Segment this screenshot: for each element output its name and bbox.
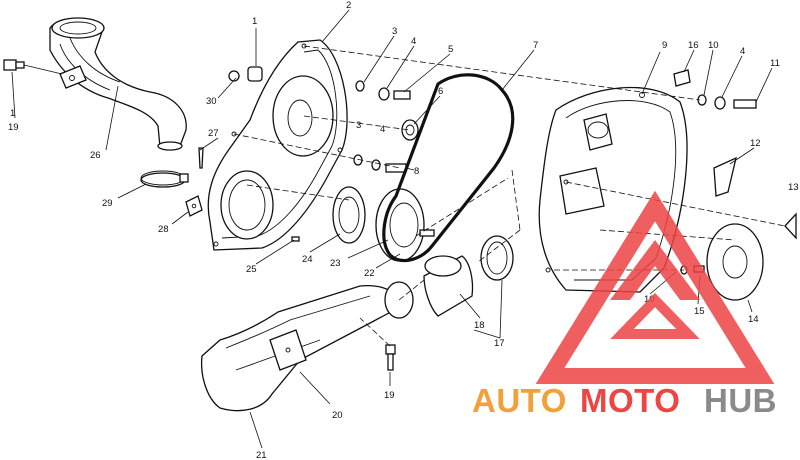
clamp-17 (480, 235, 514, 281)
callout-10-upper: 10 (708, 40, 719, 51)
callout-6: 6 (438, 86, 443, 97)
callout-30: 30 (206, 96, 217, 107)
callout-15: 15 (694, 306, 705, 317)
bracket-28 (185, 195, 203, 217)
callout-4-upper: 4 (411, 36, 416, 47)
watermark-auto: AUTO (472, 382, 567, 419)
washer-4-right (714, 96, 726, 110)
bushing-30 (228, 70, 240, 82)
clamp-29 (140, 170, 189, 188)
callout-2: 2 (346, 0, 351, 11)
callout-14: 14 (748, 314, 759, 325)
callout-4-right: 4 (740, 46, 745, 57)
intake-duct-26 (49, 17, 187, 151)
washer-4-lower (371, 159, 381, 171)
assembly-lines (233, 45, 786, 347)
callout-19-lower: 19 (384, 390, 395, 401)
callout-11: 11 (770, 58, 780, 69)
bolt-19-lower (385, 344, 396, 371)
callout-21: 21 (256, 450, 267, 460)
callout-29: 29 (102, 198, 113, 209)
callout-22: 22 (364, 268, 375, 279)
label-12 (713, 156, 737, 197)
watermark-wordmark: AUTO MOTO HUB (472, 382, 777, 419)
drive-belt-7 (382, 73, 515, 263)
lower-duct-21 (200, 281, 414, 412)
callout-1: 1 (252, 16, 257, 27)
callout-8: 8 (414, 166, 419, 177)
bolt-11 (733, 99, 757, 109)
hose-18 (423, 255, 474, 317)
callout-18: 18 (474, 320, 485, 331)
callout-23: 23 (330, 258, 341, 269)
callout-3-lower: 3 (356, 120, 361, 131)
bolt-8 (385, 163, 407, 173)
pad-16 (673, 69, 691, 87)
washer-3-upper (355, 80, 365, 92)
callout-13: 13 (788, 182, 799, 193)
callout-27: 27 (208, 128, 219, 139)
callout-25: 25 (246, 264, 257, 275)
inner-cover-2 (207, 39, 348, 251)
bolt-19-upper (3, 59, 63, 75)
watermark-moto: MOTO (580, 382, 680, 419)
callout-16: 16 (688, 40, 699, 51)
pin-1 (247, 66, 263, 82)
callout-4-lower: 4 (380, 124, 385, 135)
label-13 (784, 212, 797, 240)
callout-24: 24 (302, 254, 313, 265)
spacer-6 (401, 119, 419, 141)
callout-17: 17 (494, 338, 505, 349)
washer-4-upper (378, 87, 390, 101)
callout-5: 5 (448, 44, 453, 55)
watermark-hub: HUB (704, 382, 777, 419)
screw-24 (291, 236, 300, 242)
callout-28: 28 (158, 224, 169, 235)
callout-numbers: 1 2 3 4 5 6 7 3 4 8 9 16 10 4 11 12 13 1… (8, 0, 799, 460)
seal-23 (332, 186, 366, 244)
outer-cover-9 (538, 86, 688, 293)
callout-20: 20 (332, 410, 343, 421)
bolt-5 (393, 90, 411, 100)
cover-disc-14 (706, 223, 764, 301)
screw-27 (198, 147, 204, 169)
callout-1-left: 1 (10, 108, 15, 119)
watermark-logo (535, 190, 775, 384)
callout-19-upper: 19 (8, 122, 19, 133)
callout-leaders (11, 9, 773, 449)
callout-7: 7 (533, 40, 538, 51)
callout-9: 9 (662, 40, 667, 51)
callout-3-upper: 3 (392, 26, 397, 37)
callout-12: 12 (750, 138, 761, 149)
callout-26: 26 (90, 150, 101, 161)
